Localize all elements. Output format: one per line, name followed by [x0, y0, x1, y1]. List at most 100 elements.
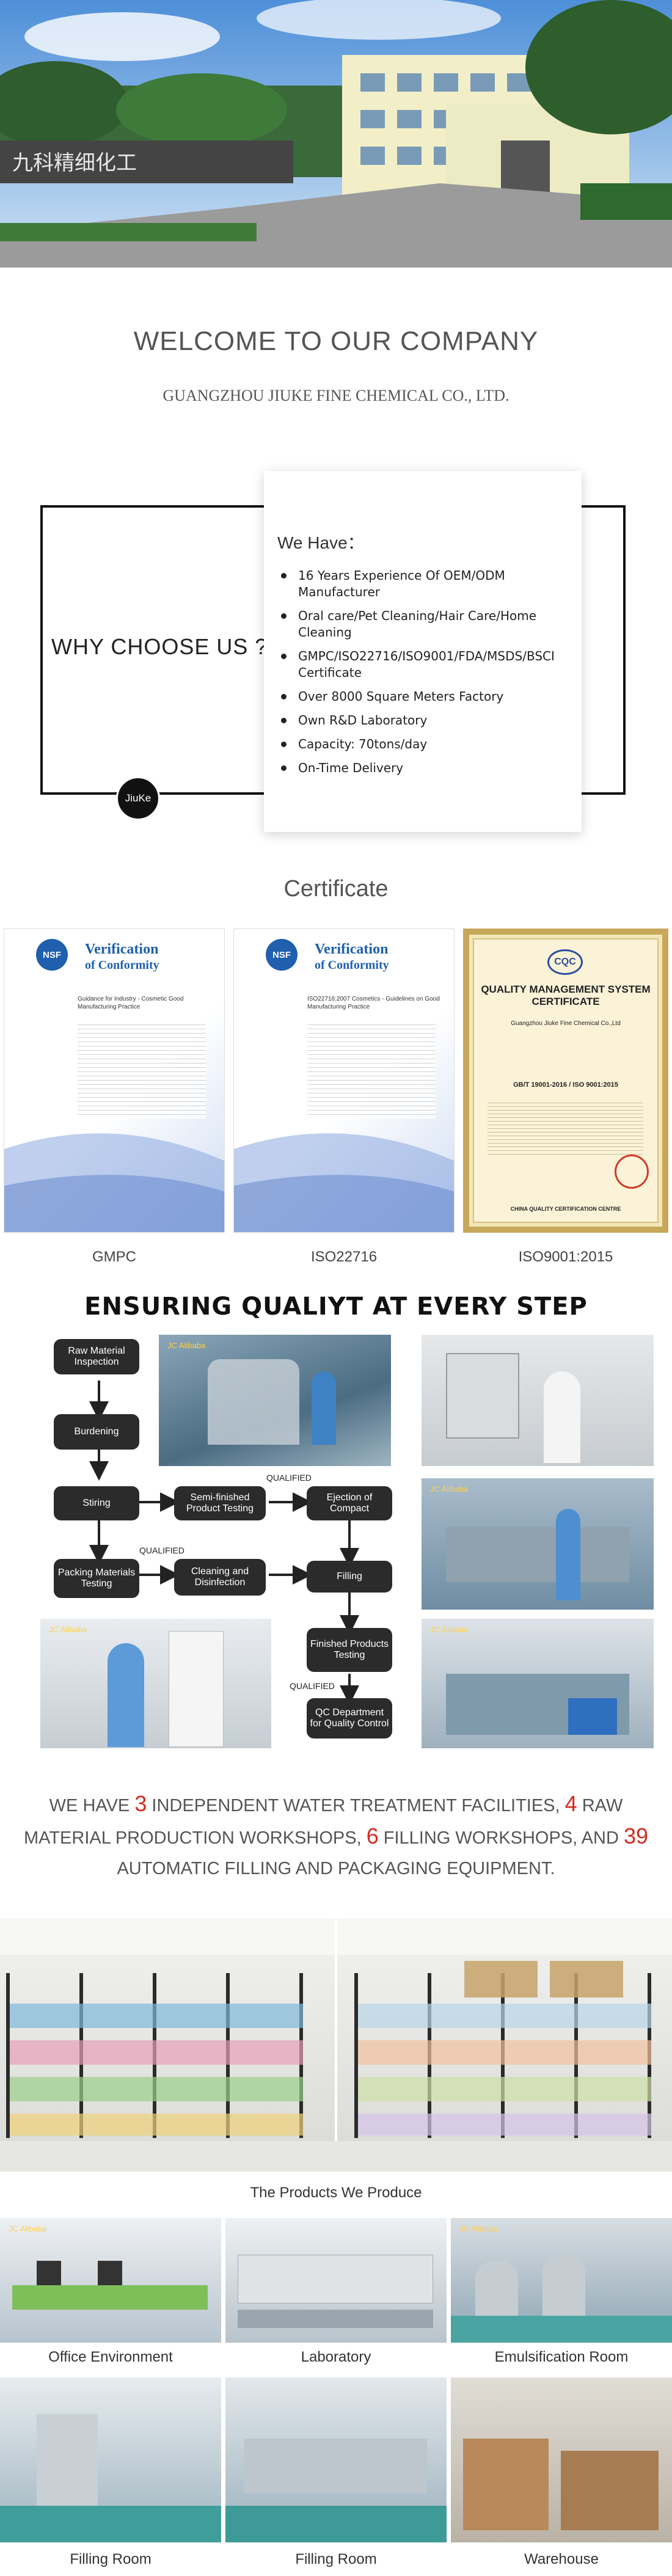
step-finished-products: Finished Products Testing — [307, 1628, 392, 1672]
we-have-item-text: 16 Years Experience Of OEM/ODM Manufactu… — [298, 568, 505, 599]
facilities-count: 3 — [134, 1791, 147, 1816]
step-packing: Packing Materials Testing — [54, 1559, 139, 1598]
we-have-item-text: Own R&D Laboratory — [298, 713, 428, 728]
jiuke-logo: JiuKe — [116, 776, 160, 820]
welcome-title: WELCOME TO OUR COMPANY — [133, 326, 539, 356]
cert3-centre: CHINA QUALITY CERTIFICATION CENTRE — [510, 1206, 621, 1212]
hero-factory-photo: 九科精细化工 — [0, 0, 672, 268]
lab-photo-1 — [422, 1335, 654, 1466]
gallery-caption: Emulsification Room — [494, 2349, 629, 2365]
cert2-caption: ISO22716 — [310, 1249, 378, 1265]
cert3-caption: ISO9001:2015 — [518, 1249, 613, 1265]
office-photo: JC Alibaba — [0, 2218, 221, 2343]
gallery-caption: Filling Room — [70, 2551, 152, 2567]
step-semi-finished: Semi-finished Product Testing — [174, 1486, 266, 1520]
we-have-item-text: Capacity: 70tons/day — [298, 737, 428, 751]
gmpc-certificate-image: NSF Verification of Conformity Guidance … — [4, 929, 225, 1233]
we-have-item: Oral care/Pet Cleaning/Hair Care/Home Cl… — [277, 608, 561, 641]
facilities-count: 6 — [366, 1823, 379, 1848]
bullet-icon — [281, 654, 287, 659]
bullet-icon — [281, 765, 287, 771]
facilities-text: AUTOMATIC FILLING AND PACKAGING EQUIPMEN… — [117, 1859, 555, 1878]
facilities-text: FILLING WORKSHOPS, AND — [378, 1828, 624, 1848]
cert1-head2: of Conformity — [85, 958, 159, 972]
facilities-text: RAW MATERIAL PRODUCTION WORKSHOPS, — [23, 1796, 623, 1848]
we-have-item: Capacity: 70tons/day — [277, 736, 561, 753]
bullet-icon — [281, 694, 287, 699]
qualified-label: QUALIFIED — [266, 1473, 312, 1483]
cert3-qms: QUALITY MANAGEMENT SYSTEM CERTIFICATE — [481, 983, 651, 1007]
gallery-caption: Laboratory — [301, 2349, 371, 2365]
cert2-head: Verification — [315, 941, 389, 957]
cert2-head2: of Conformity — [315, 958, 389, 972]
photo-watermark: JC Alibaba — [167, 1341, 206, 1350]
we-have-item: On-Time Delivery — [277, 760, 561, 776]
we-have-item: Over 8000 Square Meters Factory — [277, 688, 561, 705]
gallery-caption: Filling Room — [295, 2551, 377, 2567]
facilities-count: 4 — [564, 1791, 577, 1816]
red-seal — [615, 1155, 649, 1189]
products-caption: The Products We Produce — [250, 2184, 422, 2201]
jiuke-logo-text: JiuKe — [125, 792, 152, 804]
photo-watermark: JC Alibaba — [9, 2224, 47, 2233]
qualified-label: QUALIFIED — [139, 1545, 184, 1555]
bullet-icon — [281, 742, 287, 747]
we-have-item: Own R&D Laboratory — [277, 712, 561, 729]
emulsification-photo: JC Alibaba — [451, 2218, 672, 2343]
step-ejection: Ejection of Compact — [307, 1486, 392, 1520]
products-showroom-photo — [0, 1918, 672, 2172]
quality-title: ENSURING QUALIYT AT EVERY STEP — [84, 1293, 588, 1321]
warehouse-photo — [451, 2377, 672, 2542]
cert1-head: Verification — [85, 941, 159, 957]
we-have-item: 16 Years Experience Of OEM/ODM Manufactu… — [277, 567, 561, 600]
step-filling: Filling — [307, 1561, 392, 1593]
step-stiring: Stiring — [54, 1486, 139, 1520]
flow-connectors — [89, 1381, 359, 1705]
step-qc: QC Department for Quality Control — [307, 1698, 392, 1739]
filling-room-photo-1 — [0, 2377, 221, 2542]
we-have-title: We Have： — [277, 533, 365, 552]
we-have-item-text: On-Time Delivery — [298, 761, 404, 775]
workshop-photo-3: JC Alibaba — [40, 1619, 271, 1748]
bullet-icon — [281, 613, 287, 619]
facilities-text: INDEPENDENT WATER TREATMENT FACILITIES, — [147, 1796, 565, 1815]
we-have-item: GMPC/ISO22716/ISO9001/FDA/MSDS/BSCI Cert… — [277, 648, 561, 681]
cert2-sub: ISO22716:2007 Cosmetics - Guidelines on … — [307, 996, 440, 1010]
facilities-text: WE HAVE — [49, 1796, 135, 1815]
we-have-item-text: Oral care/Pet Cleaning/Hair Care/Home Cl… — [298, 608, 537, 640]
workshop-photo-1: JC Alibaba — [159, 1335, 391, 1466]
certificate-title: Certificate — [283, 876, 389, 902]
cert1-caption: GMPC — [92, 1249, 136, 1265]
facilities-count: 39 — [623, 1823, 649, 1848]
why-heading: WHY CHOOSE US ? — [51, 634, 268, 659]
qualified-label: QUALIFIED — [290, 1681, 335, 1691]
laboratory-photo — [225, 2218, 447, 2343]
gallery-caption: Office Environment — [48, 2349, 173, 2365]
facilities-statement: WE HAVE 3 INDEPENDENT WATER TREATMENT FA… — [12, 1789, 660, 1884]
workshop-photo-2: JC Alibaba — [422, 1478, 654, 1610]
photo-watermark: JC Alibaba — [459, 2224, 498, 2233]
step-cleaning: Cleaning and Disinfection — [174, 1559, 266, 1596]
filling-room-photo-2 — [225, 2377, 447, 2542]
we-have-card: We Have： 16 Years Experience Of OEM/ODM … — [264, 471, 582, 832]
company-name: GUANGZHOU JIUKE FINE CHEMICAL CO., LTD. — [163, 387, 509, 404]
cert1-sub: Guidance for Industry - Cosmetic Good Ma… — [78, 996, 184, 1010]
we-have-item-text: Over 8000 Square Meters Factory — [298, 689, 504, 704]
nsf-logo: NSF — [36, 939, 68, 971]
cqc-logo: CQC — [547, 949, 583, 975]
bullet-icon — [281, 573, 287, 578]
bullet-icon — [281, 718, 287, 723]
photo-watermark: JC Alibaba — [49, 1625, 87, 1634]
svg-text:九科精细化工: 九科精细化工 — [12, 151, 137, 175]
cert3-company: Guangzhou Jiuke Fine Chemical Co.,Ltd — [511, 1020, 621, 1027]
workshop-photo-4: JC Alibaba — [422, 1619, 654, 1748]
step-raw-material: Raw Material Inspection — [54, 1339, 139, 1374]
we-have-item-text: GMPC/ISO22716/ISO9001/FDA/MSDS/BSCI Cert… — [298, 649, 555, 680]
step-burdening: Burdening — [54, 1414, 139, 1450]
photo-watermark: JC Alibaba — [430, 1484, 469, 1494]
photo-watermark: JC Alibaba — [430, 1625, 469, 1634]
cert3-std: GB/T 19001-2016 / ISO 9001:2015 — [513, 1081, 618, 1089]
iso9001-certificate-image: CQC QUALITY MANAGEMENT SYSTEM CERTIFICAT… — [463, 929, 668, 1233]
nsf-logo: NSF — [266, 939, 298, 971]
iso22716-certificate-image: NSF Verification of Conformity ISO22716:… — [233, 929, 455, 1233]
